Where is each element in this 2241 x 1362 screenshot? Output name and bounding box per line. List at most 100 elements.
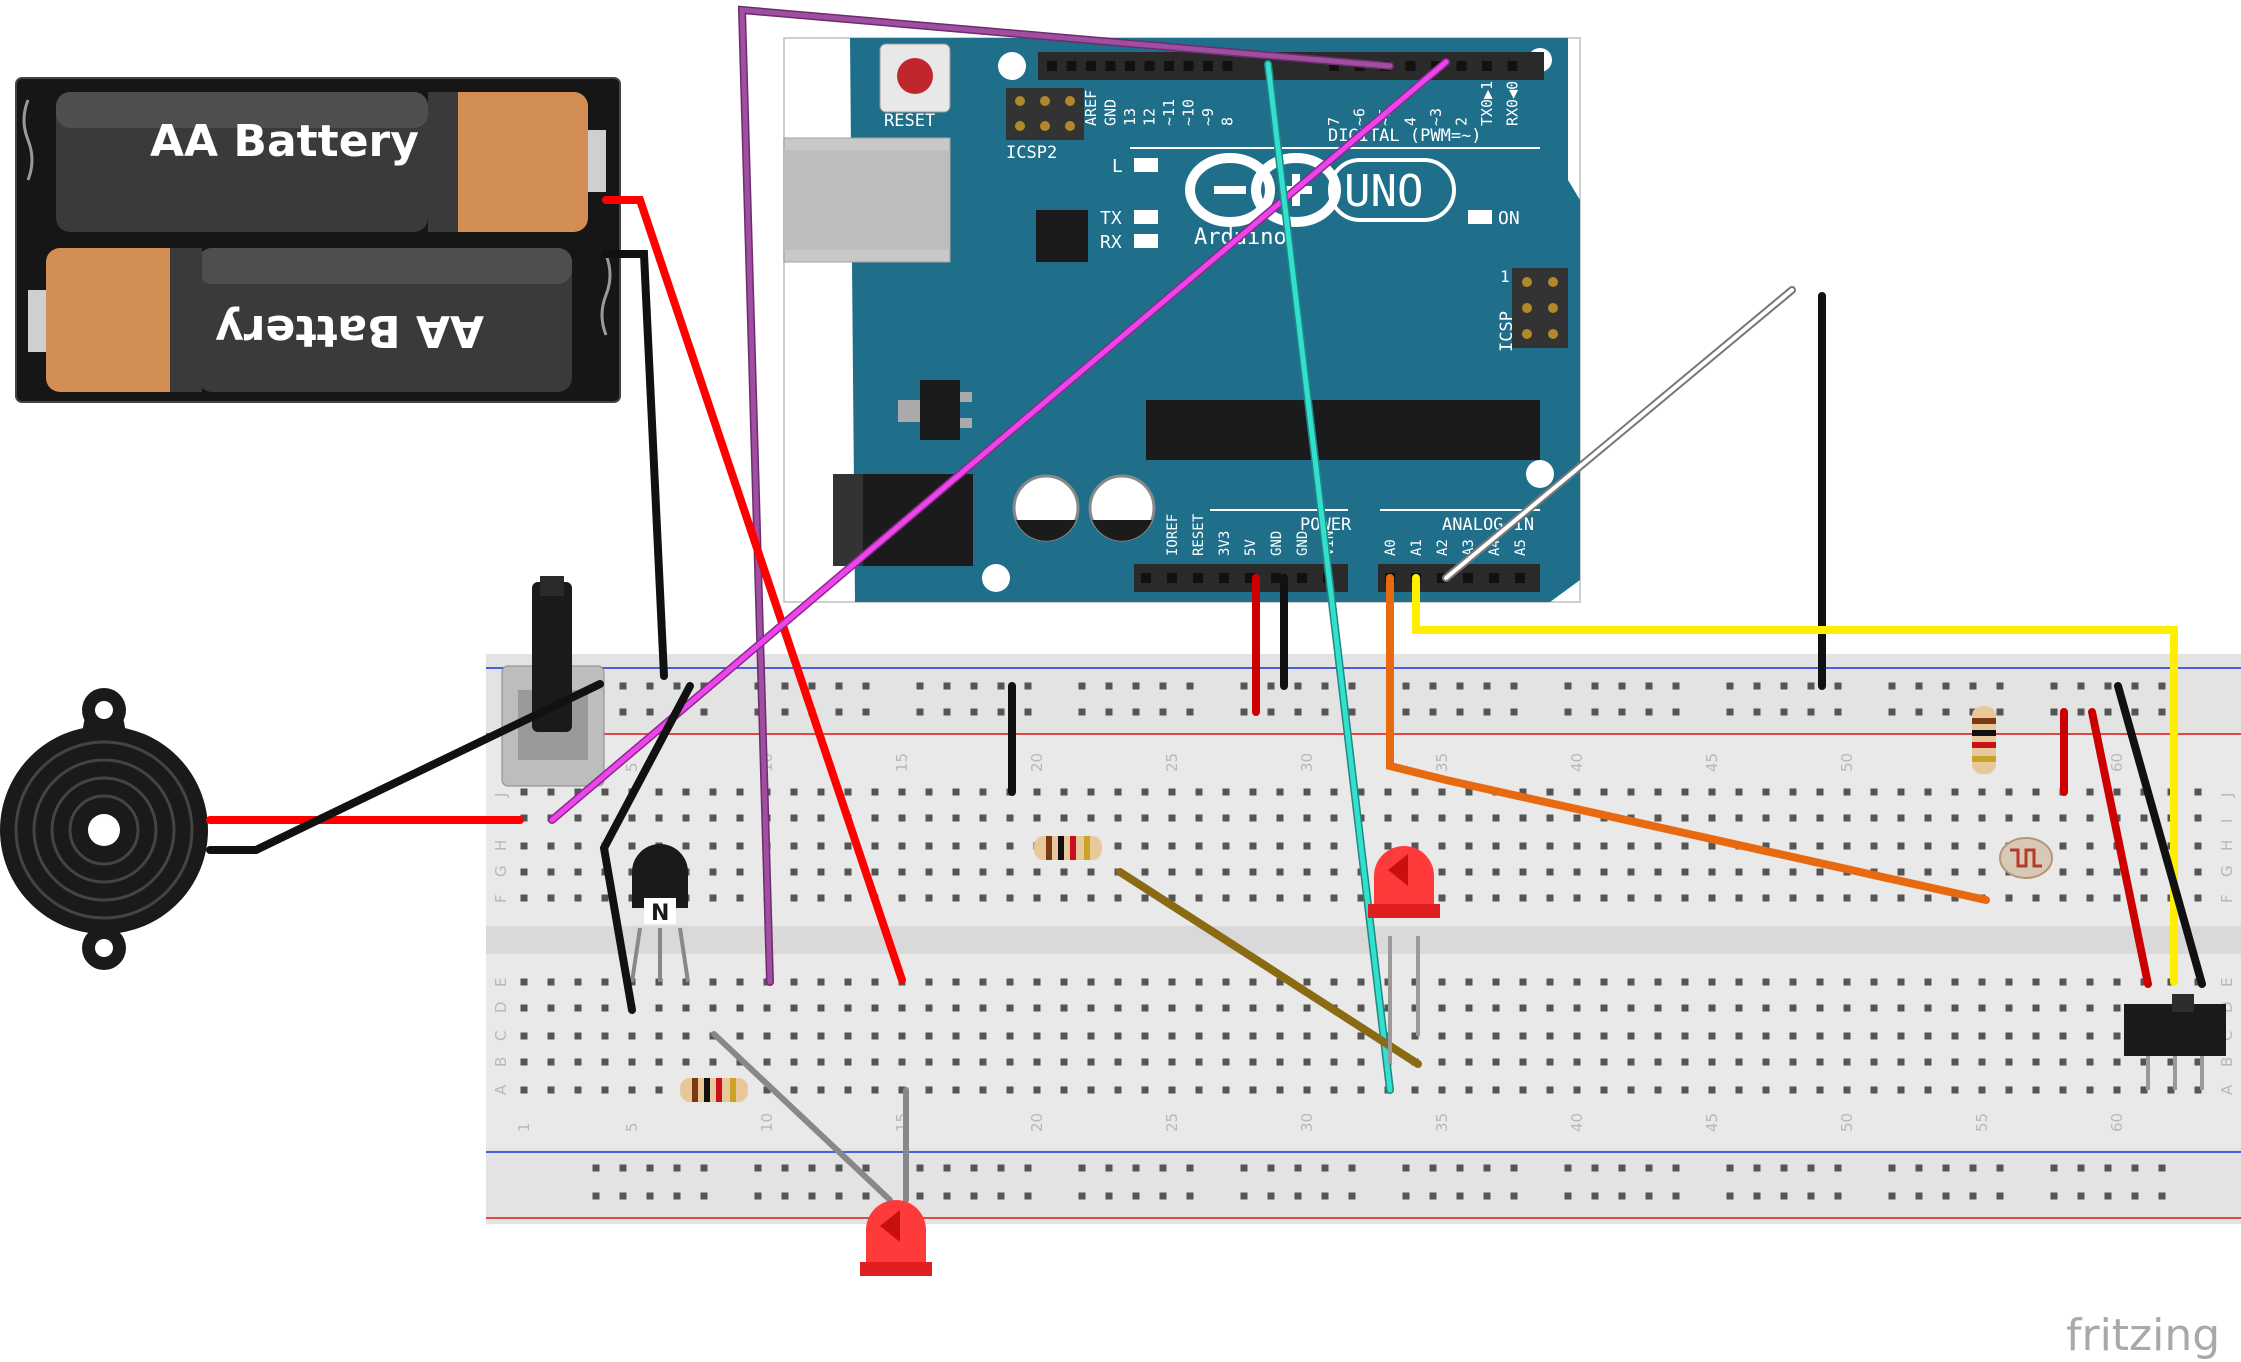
header-pin (1047, 61, 1057, 71)
breadboard-hole (1708, 1086, 1716, 1094)
rail-hole (997, 708, 1005, 716)
breadboard-hole (1573, 868, 1581, 876)
breadboard-hole (1330, 842, 1338, 850)
breadboard-hole (1816, 842, 1824, 850)
mounting-hole (998, 52, 1026, 80)
breadboard-hole (1951, 1004, 1959, 1012)
rail-hole (1591, 1164, 1599, 1172)
rail-hole (1996, 682, 2004, 690)
rail-hole (2077, 1164, 2085, 1172)
wire-piezo-black (206, 680, 604, 854)
rail-hole (1429, 1164, 1437, 1172)
breadboard-hole (1519, 1086, 1527, 1094)
breadboard-hole (1546, 1086, 1554, 1094)
breadboard-hole (1708, 788, 1716, 796)
power-pin-label: RESET (1191, 513, 1207, 556)
breadboard-hole (628, 1058, 636, 1066)
rail-hole (1753, 1164, 1761, 1172)
breadboard-hole (1789, 788, 1797, 796)
breadboard-hole (817, 1058, 825, 1066)
rail-hole (1510, 1164, 1518, 1172)
column-number: 45 (1703, 753, 1721, 772)
column-number: 60 (2108, 753, 2126, 772)
breadboard-hole (1222, 1004, 1230, 1012)
breadboard-hole (1816, 814, 1824, 822)
rail-hole (1240, 708, 1248, 716)
breadboard-hole (1951, 868, 1959, 876)
breadboard-hole (1627, 788, 1635, 796)
breadboard-hole (1789, 842, 1797, 850)
rail-hole (1591, 682, 1599, 690)
breadboard-hole (1654, 868, 1662, 876)
rail-hole (943, 682, 951, 690)
rail-hole (835, 682, 843, 690)
analog-pin-label: A0 (1383, 539, 1399, 556)
breadboard-hole (1087, 814, 1095, 822)
breadboard-hole (1681, 842, 1689, 850)
breadboard-hole (979, 1058, 987, 1066)
breadboard-hole (1276, 868, 1284, 876)
rail-hole (1510, 708, 1518, 716)
breadboard-hole (1978, 1086, 1986, 1094)
voltage-regulator (920, 380, 960, 440)
breadboard-hole (1114, 1058, 1122, 1066)
breadboard-hole (925, 1032, 933, 1040)
header-pin (1066, 61, 1077, 71)
rail-hole (673, 682, 681, 690)
analog-pin-label: A2 (1435, 539, 1451, 556)
breadboard-hole (1681, 978, 1689, 986)
rail-hole (1618, 682, 1626, 690)
breadboard-hole (2086, 1032, 2094, 1040)
breadboard-hole (1600, 1032, 1608, 1040)
rail-hole (1510, 1192, 1518, 1200)
breadboard-hole (682, 1032, 690, 1040)
breadboard-hole (1438, 814, 1446, 822)
breadboard-hole (628, 814, 636, 822)
breadboard-hole (1546, 1004, 1554, 1012)
header-pin (1405, 61, 1416, 71)
breadboard-hole (1573, 842, 1581, 850)
breadboard-hole (1735, 1004, 1743, 1012)
breadboard-hole (1276, 814, 1284, 822)
rail-hole (2050, 682, 2058, 690)
wires (206, 5, 2206, 1203)
breadboard-hole (1249, 894, 1257, 902)
breadboard-hole (1087, 1032, 1095, 1040)
header-pin (1245, 573, 1255, 583)
breadboard-hole (2113, 1086, 2121, 1094)
digital-pin-label: ~10 (1180, 99, 1198, 126)
breadboard-hole (1951, 1086, 1959, 1094)
led-l-indicator (1134, 158, 1158, 172)
breadboard-hole (1465, 1004, 1473, 1012)
breadboard-hole (1141, 788, 1149, 796)
atmega-chip (1146, 400, 1540, 460)
breadboard-hole (1600, 894, 1608, 902)
breadboard-hole (925, 868, 933, 876)
breadboard-hole (2113, 1004, 2121, 1012)
column-number: 10 (758, 1113, 776, 1132)
rail-hole (1024, 682, 1032, 690)
analog-pin-label: A5 (1513, 539, 1529, 556)
breadboard-hole (898, 1004, 906, 1012)
rail-hole (1456, 682, 1464, 690)
breadboard-hole (1843, 814, 1851, 822)
breadboard-hole (1789, 1058, 1797, 1066)
breadboard-hole (790, 1058, 798, 1066)
rail-hole (1726, 1164, 1734, 1172)
breadboard-hole (547, 868, 555, 876)
breadboard-hole (709, 894, 717, 902)
breadboard-hole (1546, 842, 1554, 850)
breadboard-hole (1141, 868, 1149, 876)
breadboard-hole (1492, 1032, 1500, 1040)
breadboard-hole (1465, 868, 1473, 876)
digital-pin-label: GND (1102, 99, 1120, 126)
breadboard-hole (844, 894, 852, 902)
breadboard-hole (1600, 842, 1608, 850)
breadboard-hole (1168, 978, 1176, 986)
rail-hole (673, 1192, 681, 1200)
header-pin (1164, 61, 1174, 71)
breadboard-hole (1708, 894, 1716, 902)
column-number: 45 (1703, 1113, 1721, 1132)
breadboard-hole (1627, 1004, 1635, 1012)
